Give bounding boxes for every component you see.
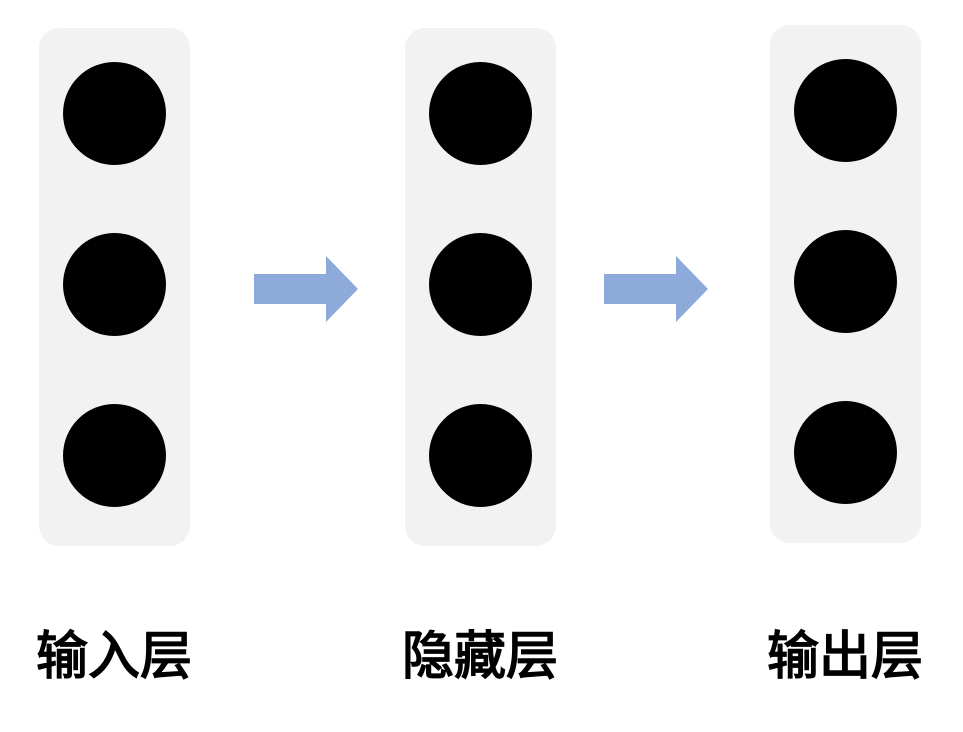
input-node-2 [63, 233, 166, 336]
input-node-3 [63, 404, 166, 507]
hidden-node-2 [429, 233, 532, 336]
input-layer-label: 输入层 [35, 626, 192, 687]
input-layer-panel [39, 28, 190, 546]
output-layer-panel [770, 25, 921, 543]
output-node-3 [794, 401, 897, 504]
hidden-node-1 [429, 62, 532, 165]
arrow-1-shape [254, 256, 358, 322]
hidden-layer-panel [405, 28, 556, 546]
arrow-right-icon [604, 256, 708, 322]
output-node-1 [794, 59, 897, 162]
hidden-node-3 [429, 404, 532, 507]
output-node-2 [794, 230, 897, 333]
arrow-right-icon [254, 256, 358, 322]
input-node-1 [63, 62, 166, 165]
hidden-layer-label: 隐藏层 [401, 626, 558, 687]
output-layer-label: 输出层 [766, 626, 923, 687]
arrow-2-shape [604, 256, 708, 322]
